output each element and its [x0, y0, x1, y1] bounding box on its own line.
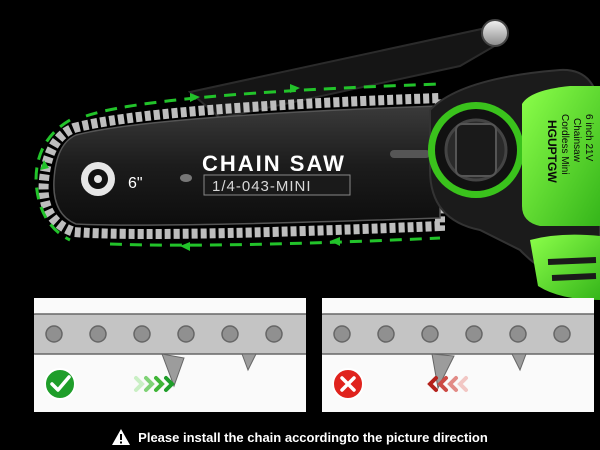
cutter-tooth: [431, 353, 455, 390]
handle-line3: 6 inch 21V: [583, 114, 594, 162]
handle-line2: Chainsaw: [571, 118, 582, 163]
handle-brand: HGUPTGW: [545, 120, 559, 183]
arrow-head: [180, 242, 190, 251]
bar-rivet: [180, 174, 192, 182]
cross-icon: [332, 368, 364, 400]
wrong-direction-panel: [322, 298, 594, 412]
cutter-tooth: [161, 353, 185, 388]
bar-spec-box: [203, 174, 351, 196]
chain-links: [322, 313, 594, 355]
tension-knob: [428, 102, 524, 198]
correct-direction-panel: [34, 298, 306, 412]
cutter-tooth: [511, 353, 527, 372]
grip-ridge: [551, 273, 597, 281]
bar-slot: [390, 150, 430, 158]
handle-line1: Cordless Mini: [559, 114, 570, 175]
chain-direction-arrows: [34, 82, 441, 247]
chevron-right-icon: [134, 376, 175, 392]
bar-size: 6": [128, 175, 143, 192]
grip-ridge: [547, 257, 597, 265]
install-notice: Please install the chain accordingto the…: [0, 426, 600, 448]
check-icon: [44, 368, 76, 400]
arrow-head: [40, 160, 49, 170]
arrow-head: [330, 237, 340, 246]
sprocket-icon: [81, 162, 115, 196]
handle-label: HGUPTGW: [545, 120, 559, 183]
chevron-left-icon: [427, 376, 468, 392]
bar-title: CHAIN SAW: [202, 151, 346, 176]
handle-label-panel: [522, 86, 600, 226]
bar-spec: 1/4-043-MINI: [212, 178, 312, 195]
install-notice-text: Please install the chain accordingto the…: [138, 429, 488, 445]
lower-grip: [530, 234, 600, 300]
chain-links: [34, 313, 306, 355]
chain-outline: [38, 92, 445, 239]
guard-cover: [187, 26, 500, 120]
cutter-tooth: [241, 353, 257, 372]
arrow-head: [190, 93, 200, 102]
arrow-head: [290, 84, 300, 93]
warning-icon: [112, 429, 131, 445]
guard-knob: [481, 19, 509, 47]
